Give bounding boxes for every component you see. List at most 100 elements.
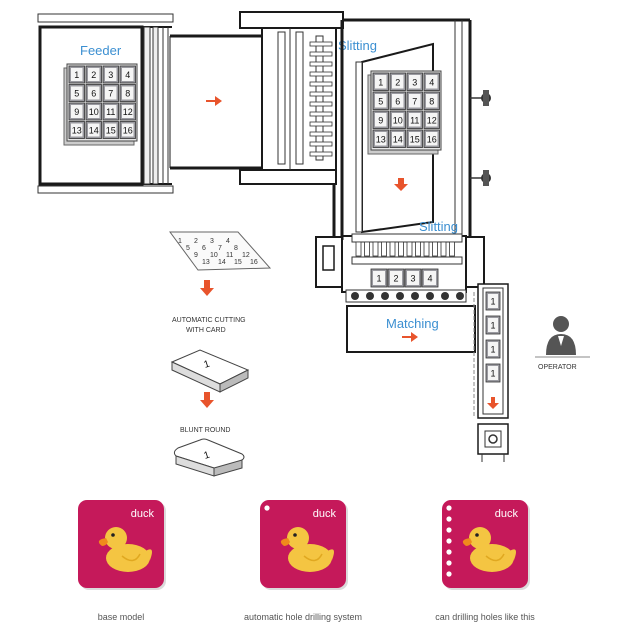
- product-card: duck: [260, 500, 348, 590]
- grid-cell: 14: [389, 129, 406, 148]
- roller: [366, 292, 374, 300]
- slitter-blade: [309, 101, 333, 107]
- slitter-blade: [309, 151, 333, 157]
- grid-cell: 3: [102, 65, 119, 84]
- grid-number: 5: [74, 89, 79, 99]
- sheet-number: 1: [178, 238, 182, 245]
- sheet-number: 3: [210, 238, 214, 245]
- match-number: 1: [376, 274, 381, 284]
- card-word: duck: [495, 508, 519, 520]
- card-caption: base model: [98, 612, 145, 622]
- grid-number: 13: [376, 134, 386, 144]
- slitter-blade: [309, 91, 333, 97]
- slitting-unit: Slitting: [239, 11, 470, 185]
- slitter-blade: [449, 241, 455, 257]
- grid-number: 14: [89, 126, 99, 136]
- matching-label: Matching: [386, 316, 439, 331]
- grid-cell: 14: [85, 121, 102, 139]
- slitter-blade: [423, 241, 430, 257]
- slitter-blade: [406, 241, 413, 257]
- duck-icon: [98, 527, 152, 572]
- grid-number: 15: [106, 126, 116, 136]
- rounded-card-stack: 1: [173, 438, 245, 477]
- stack-number: 1: [203, 450, 212, 462]
- cut-card-stack: 1: [170, 349, 250, 393]
- grid-cell: 11: [102, 102, 119, 121]
- matching-unit: Matching: [346, 305, 476, 353]
- grid-cell: 4: [423, 72, 440, 91]
- hole-icon: [446, 538, 452, 544]
- roller: [351, 292, 359, 300]
- grid-cell: 16: [423, 129, 440, 148]
- grid-cell: 6: [389, 91, 406, 110]
- slitter-blade: [355, 241, 362, 257]
- grid-number: 15: [410, 134, 420, 144]
- hole-icon: [446, 549, 452, 555]
- card-word: duck: [131, 508, 155, 520]
- grid-cell: 9: [68, 102, 85, 121]
- grid-cell: 2: [389, 72, 406, 91]
- grid-number: 11: [410, 115, 419, 125]
- hole-icon: [446, 527, 452, 533]
- operator-label: OPERATOR: [538, 364, 577, 371]
- slitter-blade: [398, 241, 404, 257]
- side-valve-bottom: [470, 170, 491, 186]
- grid-number: 4: [429, 77, 434, 87]
- grid-cell: 3: [406, 72, 423, 91]
- match-card: 1: [370, 268, 388, 288]
- grid-cell: 15: [102, 121, 119, 139]
- card-word: duck: [313, 508, 337, 520]
- grid-number: 9: [74, 107, 79, 117]
- product-card: duck: [78, 500, 166, 590]
- grid-number: 3: [108, 70, 113, 80]
- grid-number: 9: [378, 115, 383, 125]
- hole-icon: [446, 571, 452, 577]
- sheet-number: 8: [234, 245, 238, 252]
- hole-icon: [446, 505, 452, 511]
- slitter-blade: [309, 51, 333, 57]
- step1-line2: WITH CARD: [186, 327, 226, 334]
- grid-cell: 1: [372, 72, 389, 91]
- hole-icon: [446, 516, 452, 522]
- slitting-top-label: Slitting: [338, 38, 377, 53]
- grid-cell: 12: [423, 110, 440, 129]
- grid-number: 13: [72, 126, 82, 136]
- slitter-blade: [440, 241, 447, 257]
- grid-number: 7: [108, 89, 113, 99]
- down-arrow-icon: [200, 280, 214, 296]
- grid-cell: 13: [372, 129, 389, 148]
- grid-cell: 10: [85, 102, 102, 121]
- sheet-number: 5: [186, 245, 190, 252]
- down-arrow-icon: [394, 178, 408, 191]
- sheet-number: 14: [218, 259, 226, 266]
- grid-cell: 8: [119, 84, 136, 102]
- roller: [396, 292, 404, 300]
- slitter-blade: [372, 241, 379, 257]
- slitter-blade: [309, 81, 333, 87]
- grid-number: 2: [91, 70, 96, 80]
- grid-cell: 12: [119, 102, 136, 121]
- grid-number: 7: [412, 96, 417, 106]
- match-card: 4: [421, 268, 439, 288]
- side-valve-top: [470, 90, 491, 106]
- conveyor-number: 1: [490, 369, 495, 379]
- conveyor-number: 1: [490, 345, 495, 355]
- slitter-blade: [432, 241, 438, 257]
- grid-cell: 10: [389, 110, 406, 129]
- feed-conveyor: [169, 34, 263, 170]
- grid-number: 2: [395, 77, 400, 87]
- grid-cell: 15: [406, 129, 423, 148]
- roller: [456, 292, 464, 300]
- hole-icon: [264, 505, 270, 511]
- operator-icon: OPERATOR: [535, 316, 590, 371]
